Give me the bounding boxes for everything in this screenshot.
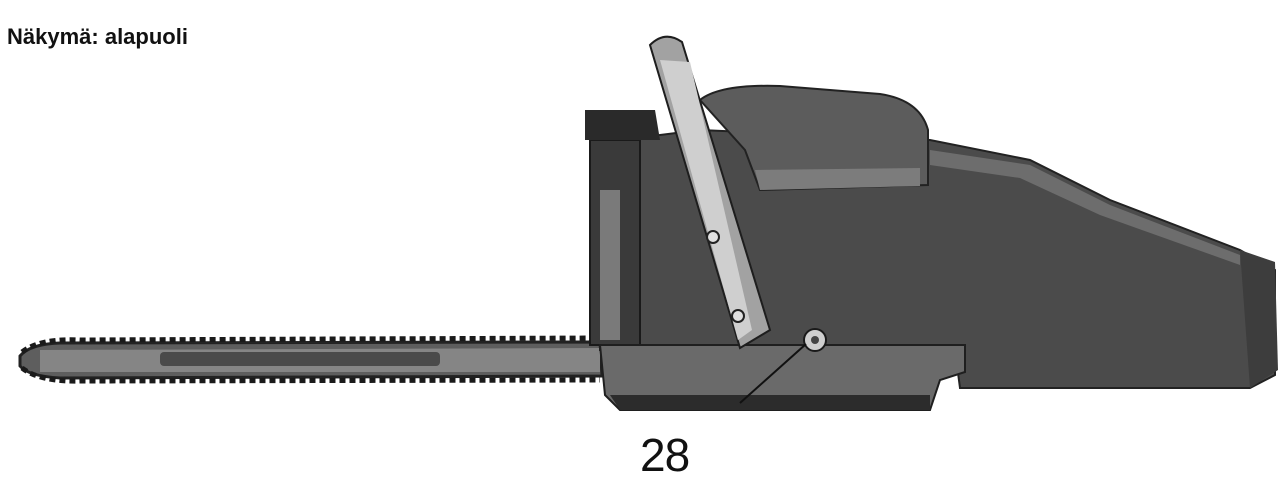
figure-caption: Näkymä: alapuoli [7, 24, 188, 49]
front-handle [648, 35, 772, 350]
guide-bar [18, 335, 604, 384]
bar-logo-mark [160, 352, 440, 366]
callout-leader-line [739, 343, 807, 404]
callout-label-28: 28 [640, 429, 690, 481]
